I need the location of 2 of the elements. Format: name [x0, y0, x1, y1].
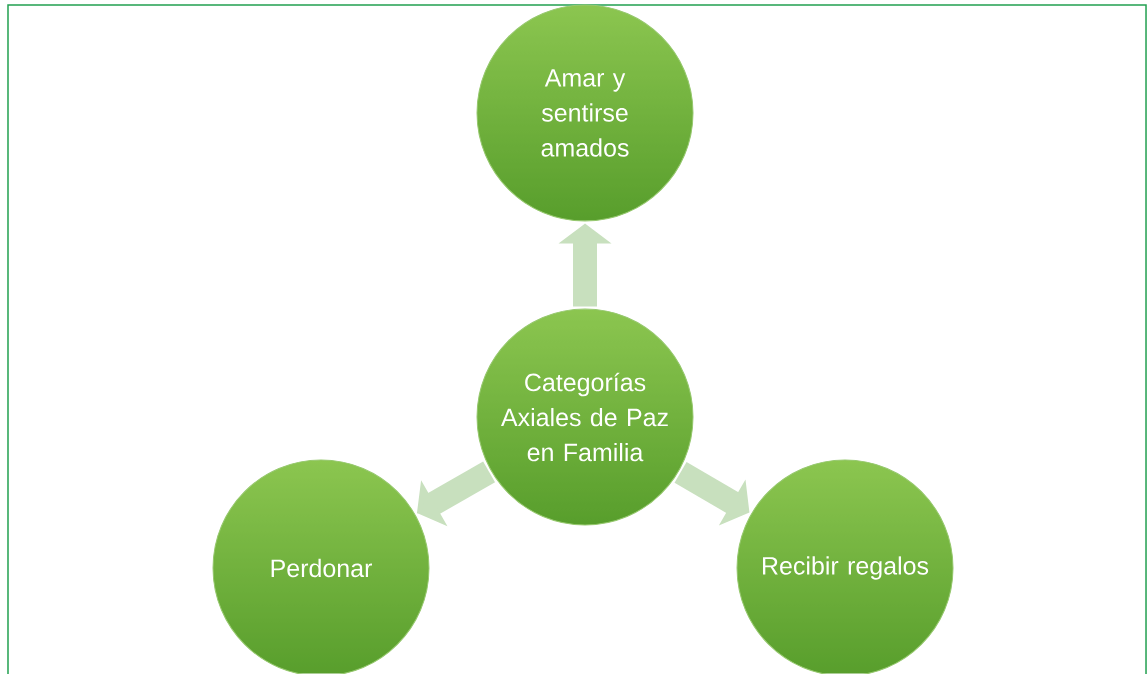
circle-node: Categorías Axiales de Paz en Familia [476, 308, 694, 526]
circle-node: Amar y sentirse amados [476, 4, 694, 222]
